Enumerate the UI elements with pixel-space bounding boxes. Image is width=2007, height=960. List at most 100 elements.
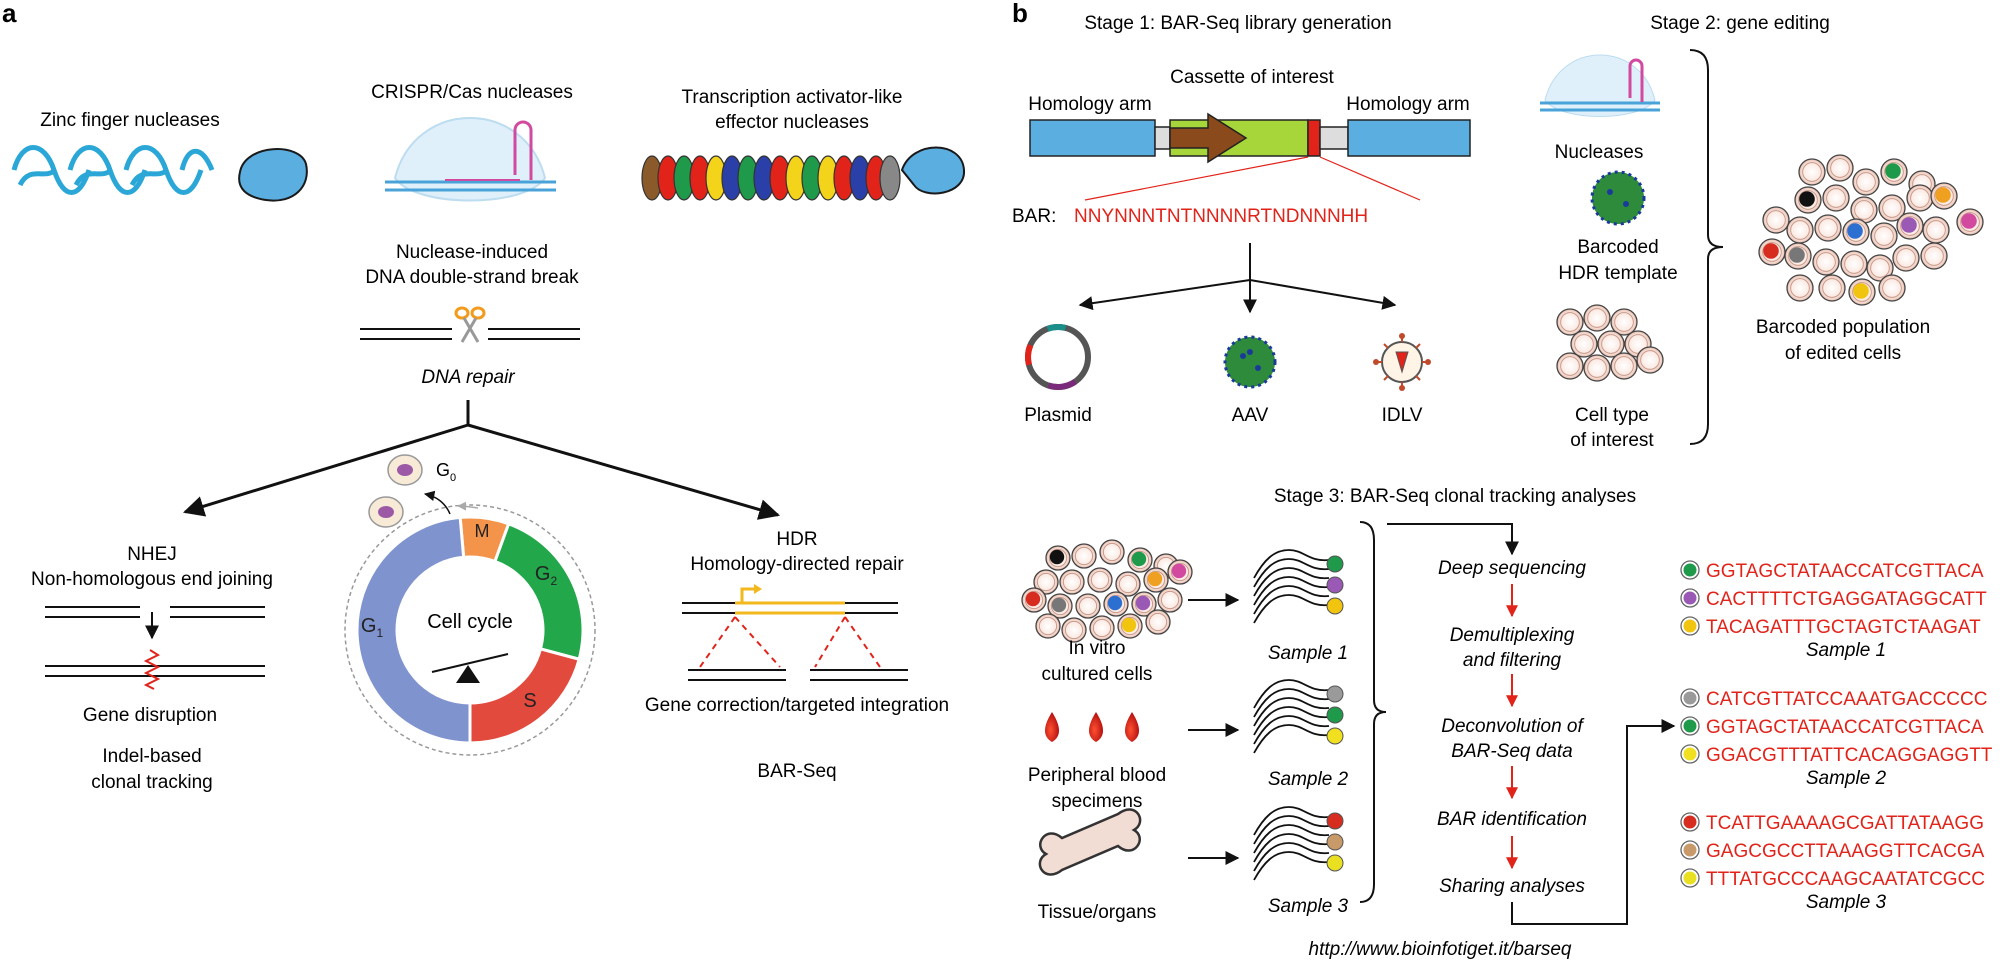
blood-drops-icon: [1045, 712, 1139, 742]
sample-label-3: Sample 3: [1268, 896, 1349, 917]
barcode-sequence: TTTATGCCCAAGCAATATCGCC: [1706, 869, 1985, 890]
celltype-line2: of interest: [1570, 430, 1654, 451]
indel-label-1: Indel-based: [102, 746, 201, 767]
g0-label: G0: [436, 460, 456, 484]
nhej-subtitle: Non-homologous end joining: [31, 569, 273, 590]
scissors-icon: [454, 306, 486, 343]
result-sample-label: Sample 3: [1806, 892, 1887, 913]
barcode-sequence: CATCGTTATCCAAATGACCCCC: [1706, 689, 1987, 710]
stage2-brace: [1689, 49, 1724, 445]
cassette-construct: [1029, 112, 1471, 164]
barcode-dot-fill: [1683, 747, 1697, 761]
indel-label-2: clonal tracking: [91, 772, 212, 793]
vector-label-idlv: IDLV: [1382, 405, 1423, 426]
source-blood-line1: Peripheral blood: [1028, 765, 1166, 786]
nhej-dna-icon: [45, 606, 265, 677]
barcode-sequence: TACAGATTTGCTAGTCTAAGAT: [1706, 617, 1981, 638]
barcoded-template-line2: HDR template: [1558, 263, 1677, 284]
barcode-sequence: GGTAGCTATAACCATCGTTACA: [1706, 561, 1984, 582]
barcode-dot-fill: [1683, 843, 1697, 857]
aav-icon: [1223, 335, 1277, 389]
gene-disruption-label: Gene disruption: [83, 705, 217, 726]
celltype-line1: Cell type: [1575, 405, 1649, 426]
idlv-icon: [1373, 333, 1431, 391]
nuclease-icon: [1540, 54, 1660, 117]
source-arrows: [1188, 593, 1240, 865]
samples-brace: [1359, 521, 1387, 903]
m-phase-label: M: [475, 521, 490, 541]
sample-label-1: Sample 1: [1268, 643, 1348, 664]
talen-icon: [641, 146, 966, 201]
hdr-template-virus-icon: [1590, 170, 1646, 226]
hdr-subtitle: Homology-directed repair: [690, 554, 904, 575]
source-invitro-line1: In vitro: [1068, 638, 1125, 659]
crispr-label: CRISPR/Cas nucleases: [371, 82, 573, 103]
panel-b-label: b: [1012, 0, 1028, 28]
repair-branch-arrows: [182, 400, 781, 520]
cassette-label: Cassette of interest: [1170, 67, 1334, 88]
source-invitro-line2: cultured cells: [1042, 664, 1153, 685]
sample-label-2: Sample 2: [1268, 769, 1349, 790]
pipeline-step-3b: BAR-Seq data: [1451, 741, 1572, 762]
crispr-cas-icon: [385, 117, 556, 202]
pipeline-step-3a: Deconvolution of: [1441, 716, 1584, 737]
pipeline-step-5: Sharing analyses: [1439, 876, 1585, 897]
gene-correction-label: Gene correction/targeted integration: [645, 695, 949, 716]
barcode-dot-fill: [1683, 871, 1697, 885]
homology-arm-right: Homology arm: [1346, 94, 1470, 115]
cell-cycle-title: Cell cycle: [427, 611, 513, 633]
bar-zoom-lines: [1084, 156, 1421, 201]
pipeline-step-1: Deep sequencing: [1438, 558, 1586, 579]
dna-repair-label: DNA repair: [421, 367, 515, 388]
hdr-template-icon: [682, 584, 908, 681]
g0-cells-icon: [368, 454, 423, 528]
population-line2: of edited cells: [1785, 343, 1901, 364]
indel-icon: [143, 649, 161, 690]
source-blood-line2: specimens: [1052, 791, 1143, 812]
pipeline-step-4: BAR identification: [1437, 809, 1587, 830]
bone-icon: [1038, 808, 1142, 876]
barcode-dot-fill: [1683, 563, 1697, 577]
zfn-label: Zinc finger nucleases: [40, 110, 220, 131]
talen-label-2: effector nucleases: [715, 112, 869, 133]
cultured-cells-icon: [1021, 539, 1193, 643]
vector-arrows: [1078, 243, 1397, 314]
g1-label: G1: [361, 615, 384, 640]
pipeline-steps: Deep sequencing Demultiplexing and filte…: [1437, 558, 1587, 897]
result-sample-label: Sample 1: [1806, 640, 1886, 661]
vector-label-aav: AAV: [1232, 405, 1269, 426]
stage3-title: Stage 3: BAR-Seq clonal tracking analyse…: [1274, 486, 1636, 507]
nucleases-label: Nucleases: [1555, 142, 1644, 163]
pipeline-step-2a: Demultiplexing: [1450, 625, 1575, 646]
barcode-sequence: TCATTGAAAAGCGATTATAAGG: [1706, 813, 1984, 834]
source-tissue-label: Tissue/organs: [1038, 902, 1157, 923]
barseq-label: BAR-Seq: [757, 761, 836, 782]
results: GGTAGCTATAACCATCGTTACACACTTTTCTGAGGATAGG…: [1680, 560, 1993, 913]
url-label: http://www.bioinfotiget.it/barseq: [1309, 939, 1572, 960]
g2-label: G2: [535, 563, 558, 588]
bar-sequence: NNYNNNTNTNNNNRTNDNNNHH: [1074, 206, 1368, 227]
to-results-arrow: [1511, 719, 1676, 925]
zinc-finger-icon: [11, 145, 308, 202]
to-pipeline-arrow: [1387, 523, 1519, 556]
barcode-sequence: GAGCGCCTTAAAGGTTCACGA: [1706, 841, 1985, 862]
stage2-title: Stage 2: gene editing: [1650, 13, 1830, 34]
barcode-sequence: GGACGTTTATTCACAGGAGGTT: [1706, 745, 1993, 766]
barcode-dot-fill: [1683, 619, 1697, 633]
result-sample-label: Sample 2: [1806, 768, 1887, 789]
dsb-line-1: Nuclease-induced: [396, 242, 548, 263]
stage1-title: Stage 1: BAR-Seq library generation: [1084, 13, 1391, 34]
cell-cycle-diagram: Cell cycle M G2 S G1: [344, 490, 596, 756]
pipeline-step-2b: and filtering: [1463, 650, 1562, 671]
barcode-sequence: GGTAGCTATAACCATCGTTACA: [1706, 717, 1984, 738]
barcode-dot-fill: [1683, 815, 1697, 829]
vector-label-plasmid: Plasmid: [1024, 405, 1092, 426]
bar-label: BAR:: [1012, 206, 1056, 227]
plasmid-icon: [1024, 324, 1091, 390]
homology-arm-left: Homology arm: [1028, 94, 1152, 115]
dna-break-icon: [360, 328, 580, 340]
panel-a-label: a: [2, 0, 17, 28]
barcode-dot-fill: [1683, 691, 1697, 705]
edited-population-icon: [1758, 154, 1984, 306]
